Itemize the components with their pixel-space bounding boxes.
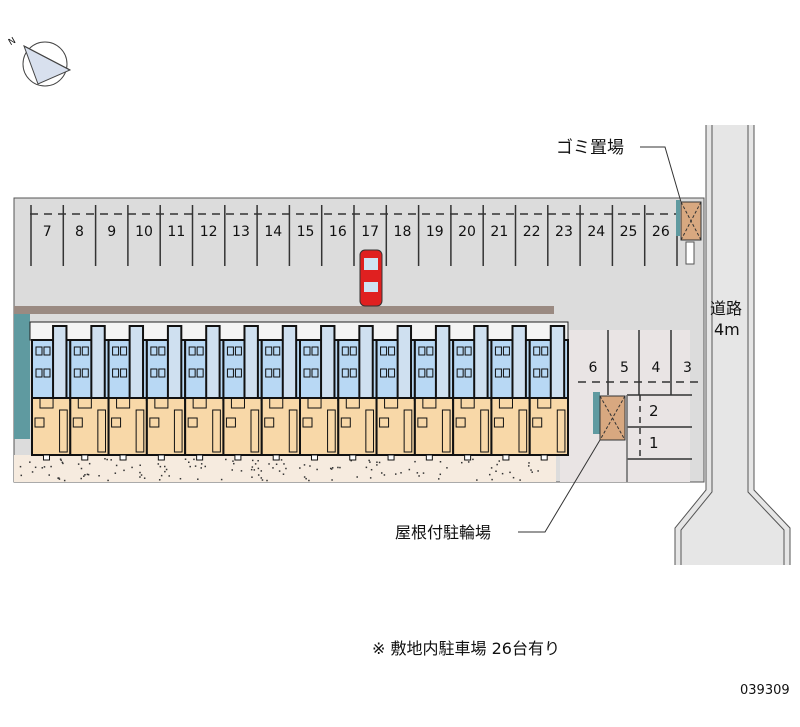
apartment-unit: [184, 325, 225, 461]
road: [674, 125, 791, 565]
apartment-unit: [260, 325, 302, 461]
parking-number: 4: [652, 360, 661, 376]
parking-number: 3: [683, 360, 692, 376]
parking-note: ※ 敷地内駐車場 26台有り: [372, 639, 560, 658]
apartment-unit: [107, 325, 148, 461]
apartment-unit: [528, 325, 570, 461]
parking-number: 17: [361, 224, 379, 240]
garden-dots: [19, 458, 539, 482]
apartment-unit: [452, 325, 493, 461]
parking-number: 8: [75, 224, 84, 240]
compass-icon: N: [7, 36, 72, 87]
parking-number: 6: [589, 360, 598, 376]
building-roof-edge: [14, 306, 554, 314]
parking-number: 21: [490, 224, 508, 240]
road-label: 道路: [710, 299, 742, 318]
parking-number: 12: [200, 224, 218, 240]
apartment-unit: [222, 325, 263, 461]
parking-top-row: 7 8 9 10 11 12 13 14 15 16 17 18 19 20 21 22 23 24 25 26: [30, 205, 678, 266]
car-icon: [359, 249, 383, 307]
parking-number: 5: [620, 360, 629, 376]
apartment-unit: [145, 325, 187, 461]
apartment-unit: [31, 325, 72, 461]
bicycle-parking: [518, 392, 626, 533]
parking-number: 10: [135, 224, 153, 240]
garden-strip: [14, 455, 556, 482]
bicycle-leader-line: [518, 439, 601, 533]
bicycle-label: 屋根付駐輪場: [395, 523, 491, 542]
parking-number: 2: [649, 402, 659, 420]
apartment-unit: [375, 325, 416, 461]
parking-number: 14: [264, 224, 282, 240]
parking-number: 13: [232, 224, 250, 240]
property-code: 039309: [740, 683, 790, 698]
garbage-area: [640, 146, 702, 265]
parking-number: 11: [167, 224, 185, 240]
garbage-label: ゴミ置場: [556, 137, 624, 158]
parking-number: 26: [652, 224, 670, 240]
parking-number: 22: [523, 224, 541, 240]
parking-number: 24: [587, 224, 605, 240]
parking-number: 19: [426, 224, 444, 240]
parking-number: 16: [329, 224, 347, 240]
building-units: [29, 321, 570, 461]
parking-number: 7: [43, 224, 52, 240]
parking-number: 18: [394, 224, 412, 240]
parking-bottom-row: 6 5 4 3: [589, 330, 692, 395]
apartment-unit: [299, 325, 340, 461]
apartment-unit: [490, 325, 531, 461]
garbage-leader-line: [640, 146, 682, 203]
apartment-unit: [69, 325, 110, 461]
apartment-unit: [337, 325, 378, 461]
teal-strip: [14, 314, 30, 439]
parking-number: 9: [107, 224, 116, 240]
parking-number: 25: [620, 224, 638, 240]
parking-number: 20: [458, 224, 476, 240]
parking-number: 1: [649, 434, 659, 452]
parking-number: 15: [297, 224, 315, 240]
road-width-label: 4m: [714, 320, 740, 339]
apartment-unit: [413, 325, 455, 461]
compass-north-label: N: [7, 36, 18, 48]
parking-number: 23: [555, 224, 573, 240]
